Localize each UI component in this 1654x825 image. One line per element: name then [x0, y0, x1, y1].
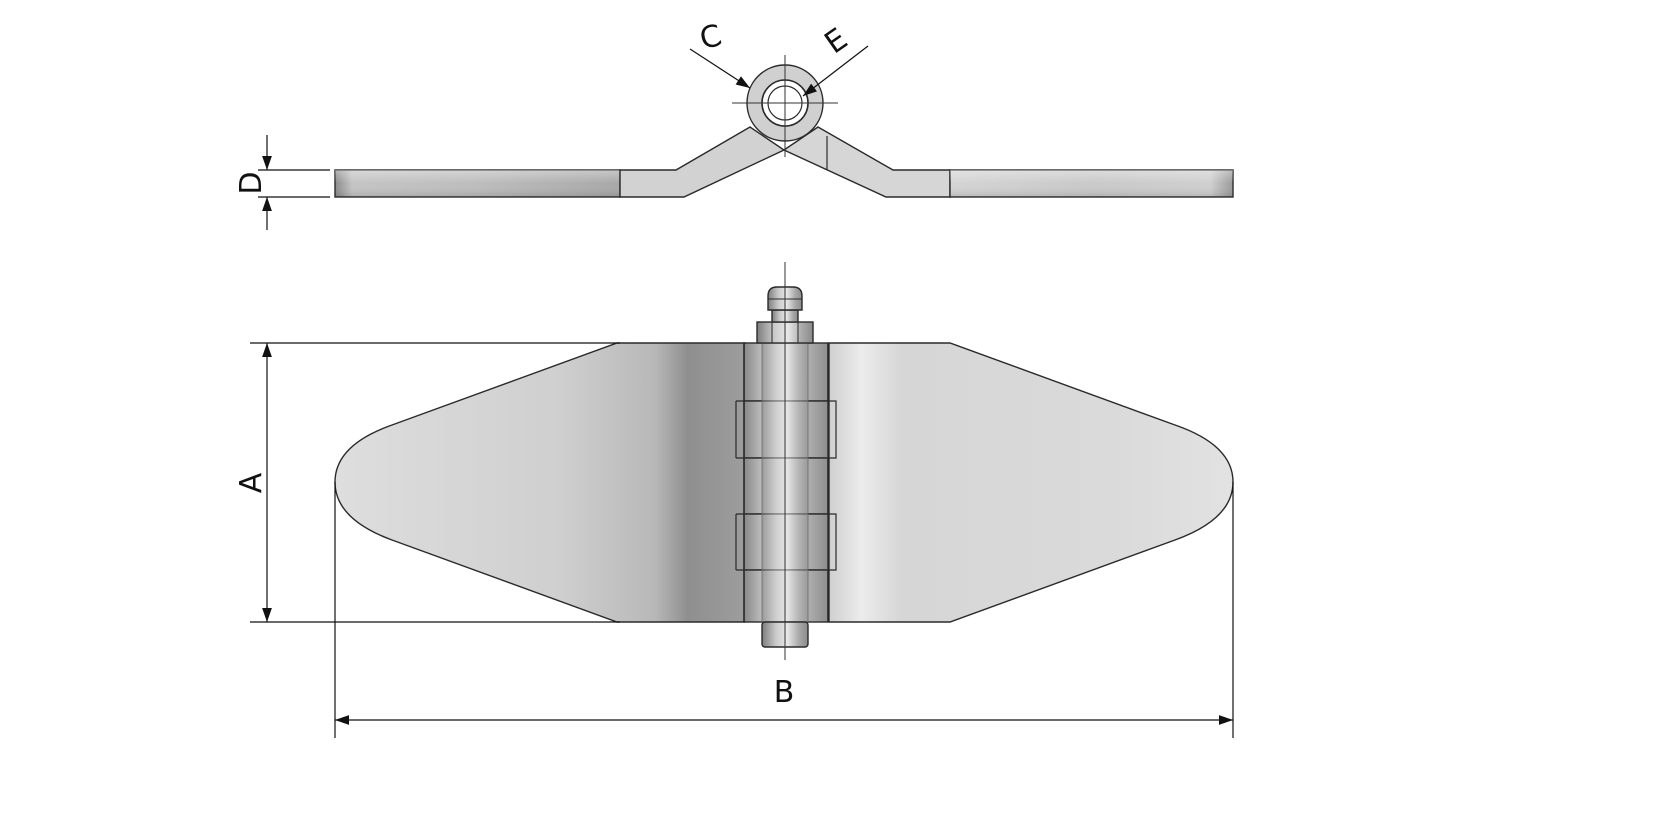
a-label: A — [234, 472, 269, 493]
front-right-leaf — [828, 342, 1234, 623]
e-label: E — [819, 22, 855, 62]
e-leader — [802, 45, 869, 97]
side-left-bend — [619, 126, 786, 198]
b-label: B — [774, 675, 795, 710]
c-leader — [689, 48, 751, 89]
d-label: D — [234, 171, 269, 194]
side-view: C E D — [234, 18, 1234, 230]
front-view: A B — [234, 262, 1234, 738]
front-left-leaf — [334, 342, 746, 623]
c-label: C — [696, 18, 725, 57]
side-right-bend — [782, 126, 951, 198]
